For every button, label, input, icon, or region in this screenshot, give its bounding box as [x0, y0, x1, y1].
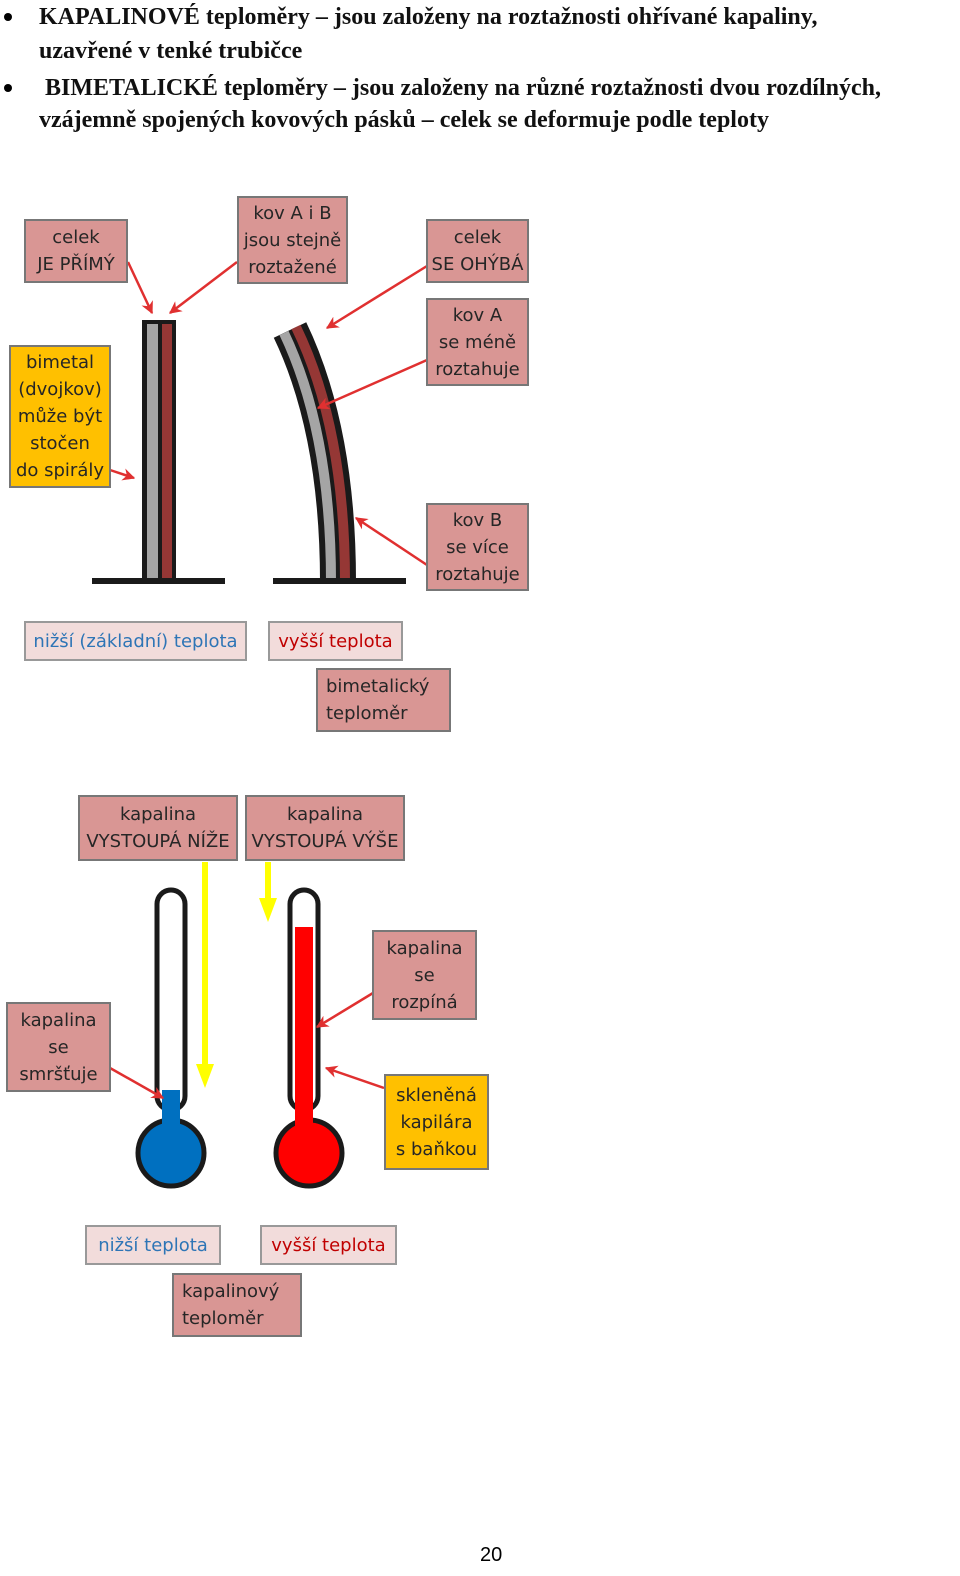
bent-bimetal-strip	[273, 322, 406, 584]
cold-liquid-column	[162, 1090, 180, 1136]
label-metal-b: kov B se více roztahuje	[426, 503, 529, 591]
bullet-dot	[4, 84, 12, 92]
label-low-temperature: nižší teplota	[85, 1225, 221, 1265]
bullet-text-line: uzavřené v tenké trubičce	[39, 38, 303, 64]
label-high-temperature: vyšší teplota	[260, 1225, 397, 1265]
metal-b-strip	[162, 324, 172, 580]
liquid-thermometer-caption: kapalinový teploměr	[172, 1273, 302, 1337]
label-liquid-falls: kapalina VYSTOUPÁ NÍŽE	[78, 795, 238, 861]
label-same-expansion: kov A i B jsou stejně roztažené	[237, 196, 348, 284]
bullet-text-line: vzájemně spojených kovových pásků – cele…	[39, 107, 769, 133]
straight-bimetal-strip	[92, 320, 225, 584]
label-liquid-rises: kapalina VYSTOUPÁ VÝŠE	[245, 795, 405, 861]
hot-thermometer	[273, 887, 345, 1189]
metal-b-strip	[291, 324, 350, 583]
label-liquid-expands: kapalina se rozpíná	[372, 930, 477, 1020]
strip-base	[92, 578, 225, 584]
hot-liquid-column	[295, 927, 313, 1136]
label-high-temperature: vyšší teplota	[268, 621, 403, 661]
strip-base	[273, 578, 406, 584]
bullet-dot	[4, 13, 12, 21]
label-low-base-temperature: nižší (základní) teplota	[24, 621, 247, 661]
cold-thermometer	[135, 887, 207, 1189]
bimetal-pointer-arrows	[109, 261, 428, 567]
bullet-text-line: KAPALINOVÉ teploměry – jsou založeny na …	[39, 4, 818, 30]
label-glass-capillary: skleněná kapilára s baňkou	[384, 1074, 489, 1170]
yellow-direction-arrows	[196, 862, 277, 1088]
label-liquid-contracts: kapalina se smršťuje	[6, 1002, 111, 1092]
bimetal-thermometer-caption: bimetalický teploměr	[316, 668, 451, 732]
metal-a-strip	[147, 324, 158, 580]
metal-a-strip	[279, 330, 336, 583]
label-whole-straight: celek JE PŘÍMÝ	[24, 219, 128, 283]
liquid-pointer-arrows	[109, 991, 385, 1100]
label-spiral-note: bimetal (dvojkov) může být stočen do spi…	[9, 345, 111, 488]
label-metal-a: kov A se méně roztahuje	[426, 298, 529, 386]
bullet-text-line: BIMETALICKÉ teploměry – jsou založeny na…	[39, 75, 881, 101]
page-number: 20	[480, 1544, 503, 1566]
label-whole-bends: celek SE OHÝBÁ	[426, 219, 529, 283]
